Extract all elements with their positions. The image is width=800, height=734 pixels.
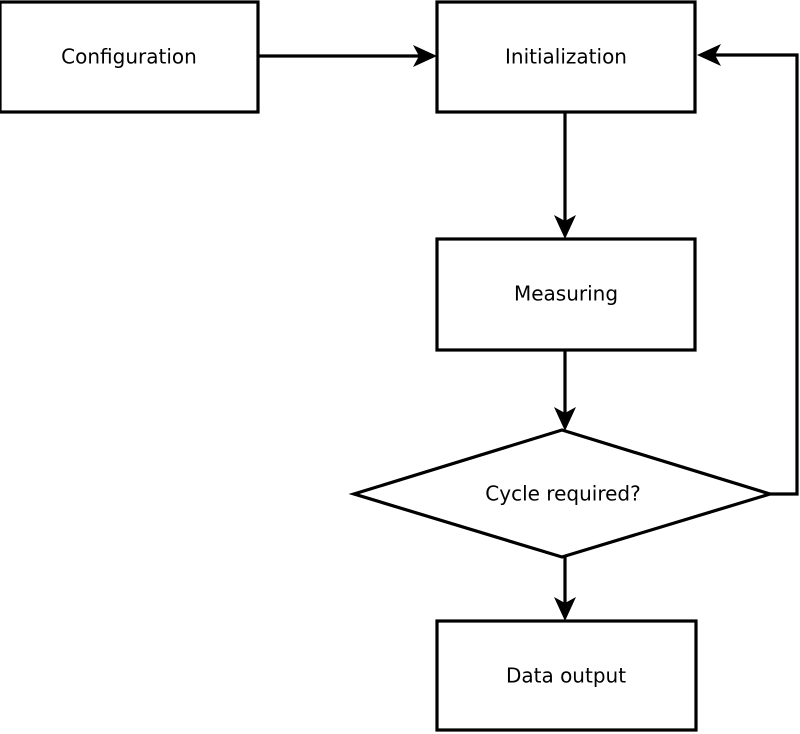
edge-initialization-to-measuring (554, 112, 576, 239)
node-configuration-label: Configuration (61, 45, 197, 69)
node-cycle-required-label: Cycle required? (485, 482, 640, 506)
node-measuring[interactable]: Measuring (435, 237, 697, 352)
edge-cycle-required-to-initialization-loop (697, 44, 799, 496)
node-cycle-required[interactable]: Cycle required? (348, 428, 776, 559)
node-data-output-shape[interactable] (435, 619, 698, 732)
arrow-head-into-initialization-left (413, 45, 437, 67)
edge-configuration-to-initialization (258, 45, 437, 67)
arrow-head-into-decision-top (554, 407, 576, 431)
edge-cycle-required-to-data-output (554, 557, 576, 621)
node-initialization[interactable]: Initialization (435, 0, 697, 114)
arrow-head-into-data-output-top (554, 597, 576, 621)
node-data-output[interactable]: Data output (435, 619, 698, 732)
node-initialization-shape[interactable] (435, 0, 697, 114)
edge-measuring-to-cycle-required (554, 350, 576, 431)
node-measuring-shape[interactable] (435, 237, 697, 352)
arrow-head-into-measuring-top (554, 215, 576, 239)
edge-path-feedback-loop (704, 53, 799, 496)
node-configuration[interactable]: Configuration (0, 0, 260, 114)
node-measuring-label: Measuring (514, 282, 618, 306)
arrow-head-into-initialization-right (697, 44, 721, 66)
node-cycle-required-shape[interactable] (348, 428, 776, 559)
node-initialization-label: Initialization (505, 45, 627, 69)
node-configuration-shape[interactable] (0, 0, 260, 114)
node-data-output-label: Data output (506, 664, 626, 688)
